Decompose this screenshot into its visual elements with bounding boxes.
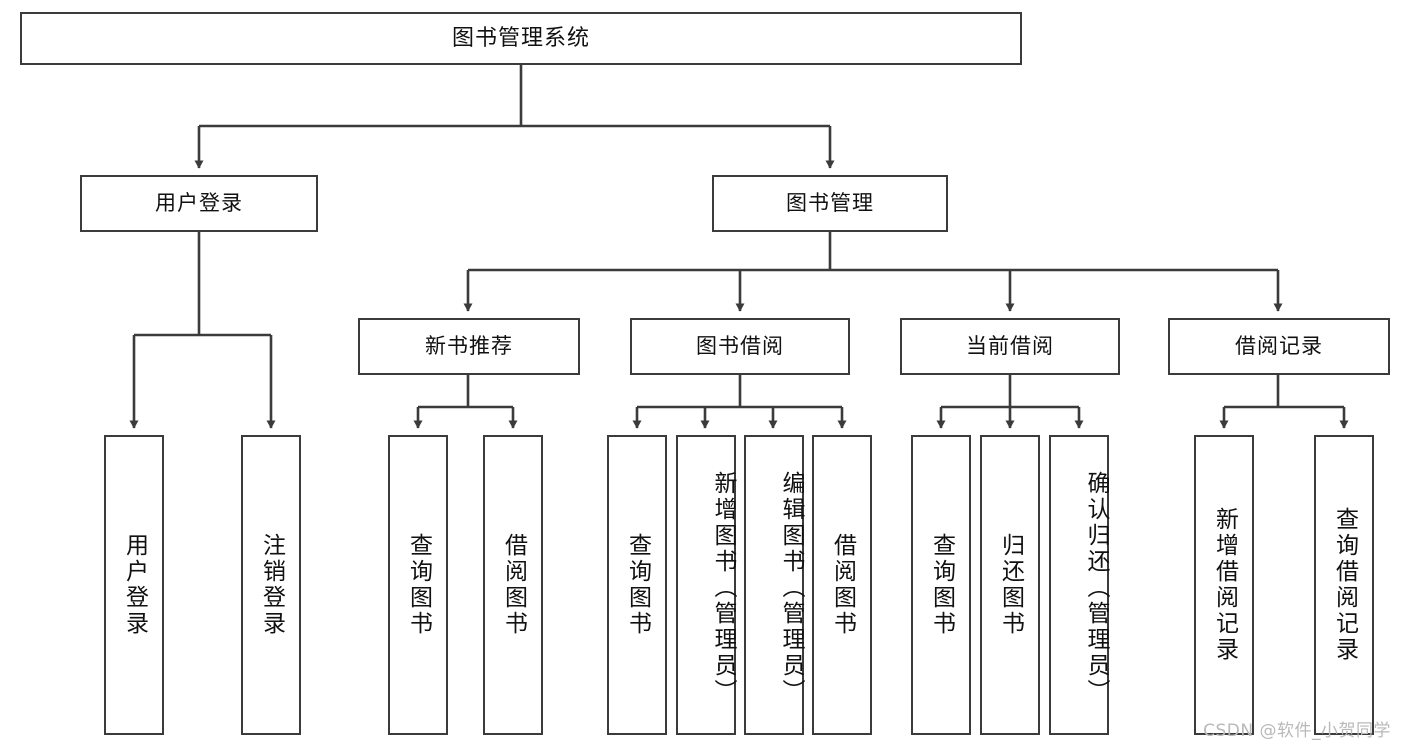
node-leaf-add-book-label: 新增图书（管理员） (710, 471, 736, 705)
node-leaf-edit-book-label: 编辑图书（管理员） (778, 471, 804, 705)
node-leaf-borrow-book-1-label: 借阅图书 (500, 533, 527, 637)
node-leaf-confirm-return-label: 确认归还（管理员） (1083, 471, 1109, 705)
node-leaf-edit-book[interactable]: 编辑图书（管理员） (744, 435, 804, 735)
node-user-login[interactable]: 用户登录 (80, 175, 318, 232)
node-leaf-add-record-label: 新增借阅记录 (1211, 507, 1238, 663)
node-book-borrow[interactable]: 图书借阅 (630, 318, 850, 375)
node-book-manage[interactable]: 图书管理 (712, 175, 948, 232)
node-leaf-query-record[interactable]: 查询借阅记录 (1314, 435, 1374, 735)
node-leaf-borrow-book-1[interactable]: 借阅图书 (483, 435, 543, 735)
node-user-login-label: 用户登录 (155, 191, 243, 216)
node-leaf-query-book-3[interactable]: 查询图书 (911, 435, 971, 735)
node-leaf-logout-login-label: 注销登录 (258, 533, 285, 637)
node-borrow-record[interactable]: 借阅记录 (1168, 318, 1390, 375)
node-borrow-record-label: 借阅记录 (1235, 334, 1323, 359)
node-book-manage-label: 图书管理 (786, 191, 874, 216)
node-leaf-user-login[interactable]: 用户登录 (104, 435, 164, 735)
node-new-book-rec-label: 新书推荐 (425, 334, 513, 359)
node-leaf-query-book-1-label: 查询图书 (405, 533, 432, 637)
node-leaf-query-book-2[interactable]: 查询图书 (607, 435, 667, 735)
node-leaf-query-book-2-label: 查询图书 (624, 533, 651, 637)
node-leaf-return-book-label: 归还图书 (997, 533, 1024, 637)
node-leaf-borrow-book-2[interactable]: 借阅图书 (812, 435, 872, 735)
node-leaf-query-book-3-label: 查询图书 (928, 533, 955, 637)
node-leaf-query-record-label: 查询借阅记录 (1331, 507, 1358, 663)
node-leaf-add-record[interactable]: 新增借阅记录 (1194, 435, 1254, 735)
node-root[interactable]: 图书管理系统 (20, 12, 1022, 65)
node-current-borrow-label: 当前借阅 (966, 334, 1054, 359)
node-root-label: 图书管理系统 (451, 25, 590, 51)
node-leaf-borrow-book-2-label: 借阅图书 (829, 533, 856, 637)
node-leaf-query-book-1[interactable]: 查询图书 (388, 435, 448, 735)
node-leaf-add-book[interactable]: 新增图书（管理员） (676, 435, 736, 735)
node-new-book-rec[interactable]: 新书推荐 (358, 318, 580, 375)
node-leaf-logout-login[interactable]: 注销登录 (241, 435, 301, 735)
node-book-borrow-label: 图书借阅 (696, 334, 784, 359)
node-current-borrow[interactable]: 当前借阅 (900, 318, 1120, 375)
node-leaf-user-login-label: 用户登录 (121, 533, 148, 637)
node-leaf-confirm-return[interactable]: 确认归还（管理员） (1049, 435, 1109, 735)
node-leaf-return-book[interactable]: 归还图书 (980, 435, 1040, 735)
watermark-text: CSDN @软件_小贺同学 (1203, 721, 1391, 741)
